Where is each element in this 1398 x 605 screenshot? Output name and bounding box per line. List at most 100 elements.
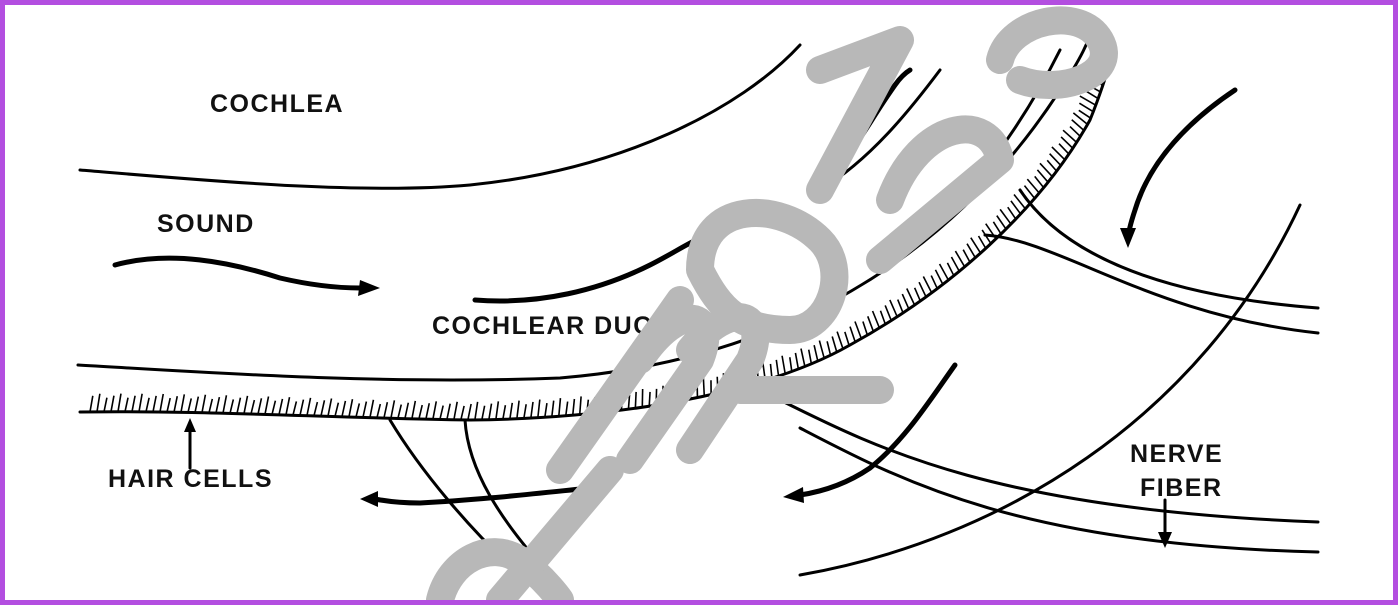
hair-cell xyxy=(951,257,959,271)
hair-cell xyxy=(342,401,345,417)
hair-cell xyxy=(923,277,931,293)
hair-cell xyxy=(559,398,561,416)
hair-cell xyxy=(1080,96,1096,105)
hair-cell xyxy=(167,398,170,412)
hair-cell xyxy=(398,405,401,419)
cochlea-diagram: COCHLEA SOUND COCHLEAR DUCT HAIR CELLS N… xyxy=(5,5,1393,600)
hair-cell xyxy=(405,403,408,419)
nerve-fiber-lower-1 xyxy=(780,400,1318,522)
hair-cell xyxy=(940,264,949,280)
hair-cell xyxy=(181,394,184,412)
hair-cell xyxy=(1037,170,1048,182)
hair-cell xyxy=(370,400,374,418)
label-cochlear-duct: COCHLEAR DUCT xyxy=(432,312,670,340)
hair-cell xyxy=(244,396,248,414)
hair-cell xyxy=(321,400,325,416)
hair-cell xyxy=(1070,127,1080,137)
hair-cell xyxy=(1079,103,1093,112)
cochlea-upper-wall xyxy=(80,45,800,188)
hair-cell xyxy=(580,396,581,414)
hair-cell xyxy=(801,349,805,367)
hair-cell xyxy=(489,404,492,420)
flow-arrow-right xyxy=(1128,90,1235,240)
sound-arrow-head xyxy=(358,280,380,296)
label-nerve: NERVE xyxy=(1130,440,1223,468)
label-cochlea: COCHLEA xyxy=(210,90,344,118)
hair-cell xyxy=(1059,144,1069,154)
hair-cell xyxy=(307,398,311,416)
hair-cell xyxy=(919,282,926,297)
flow-arrow-middle xyxy=(475,238,700,301)
nerve-fiber-upper-1 xyxy=(1020,190,1318,308)
hair-cell xyxy=(538,400,540,418)
hair-cell xyxy=(832,336,837,352)
hair-cell xyxy=(146,398,149,412)
label-fiber: FIBER xyxy=(1140,474,1223,502)
hair-cell xyxy=(1050,154,1061,166)
hair-cell xyxy=(1079,110,1091,118)
nerve-fiber-upper-2 xyxy=(985,235,1318,333)
hair-cell xyxy=(947,263,953,276)
hair-cell xyxy=(377,404,380,418)
hair-cell xyxy=(935,270,942,285)
hair-cell xyxy=(412,401,415,419)
flow-arrow-lower-right-head xyxy=(783,487,804,503)
hair-cell xyxy=(967,244,975,258)
hair-cell xyxy=(475,402,478,420)
hair-cell xyxy=(391,400,394,418)
hair-cell xyxy=(845,332,849,346)
hair-cell xyxy=(635,392,636,408)
hair-cell xyxy=(293,401,296,415)
hair-cell xyxy=(827,341,830,355)
hair-cells-pointer-head xyxy=(184,418,196,432)
hair-cell xyxy=(132,396,135,412)
hair-cell xyxy=(97,394,100,412)
hair-cell xyxy=(272,401,275,415)
hair-cell xyxy=(1011,201,1021,214)
hair-cell xyxy=(907,288,915,304)
hair-cell xyxy=(524,404,526,418)
hair-cell xyxy=(188,398,191,412)
hair-cell xyxy=(997,216,1006,229)
hair-cell xyxy=(898,300,903,313)
hair-cell xyxy=(863,322,867,336)
hair-cell xyxy=(1047,160,1056,171)
hair-cell xyxy=(837,332,843,349)
hair-cell xyxy=(251,400,254,414)
hair-cell xyxy=(850,327,855,342)
sound-arrow xyxy=(115,258,360,288)
hair-cell xyxy=(125,398,128,412)
hair-cell xyxy=(915,288,921,301)
hair-cell xyxy=(649,392,650,406)
hair-cell xyxy=(1086,91,1098,99)
hair-cell xyxy=(890,300,897,317)
hair-cell xyxy=(782,356,785,374)
hair-cell xyxy=(328,399,332,417)
hair-cell xyxy=(868,316,874,331)
hair-cell xyxy=(90,396,93,412)
hair-cell xyxy=(104,398,107,412)
hair-cell xyxy=(552,401,554,417)
hair-cell xyxy=(971,238,981,253)
label-hair-cells: HAIR CELLS xyxy=(108,465,273,493)
hair-cell xyxy=(314,402,317,416)
hair-cell xyxy=(531,402,533,418)
hair-cell xyxy=(902,294,909,309)
hair-cell xyxy=(258,398,261,414)
hair-cell xyxy=(118,394,121,412)
hair-cell xyxy=(963,250,970,263)
hair-cell xyxy=(979,236,986,248)
hair-cell xyxy=(202,395,205,413)
flow-arrow-right-head xyxy=(1120,228,1136,248)
hair-cell xyxy=(795,353,798,369)
hair-cell xyxy=(286,397,290,415)
hair-cell xyxy=(230,399,233,413)
hair-cell xyxy=(703,378,704,396)
hair-cell xyxy=(931,276,937,289)
hair-cell xyxy=(814,345,818,361)
hair-cell xyxy=(454,402,457,420)
hair-cell xyxy=(1072,120,1084,131)
hair-cell xyxy=(447,404,450,420)
hair-cell xyxy=(776,360,778,376)
hair-cell xyxy=(855,322,861,339)
